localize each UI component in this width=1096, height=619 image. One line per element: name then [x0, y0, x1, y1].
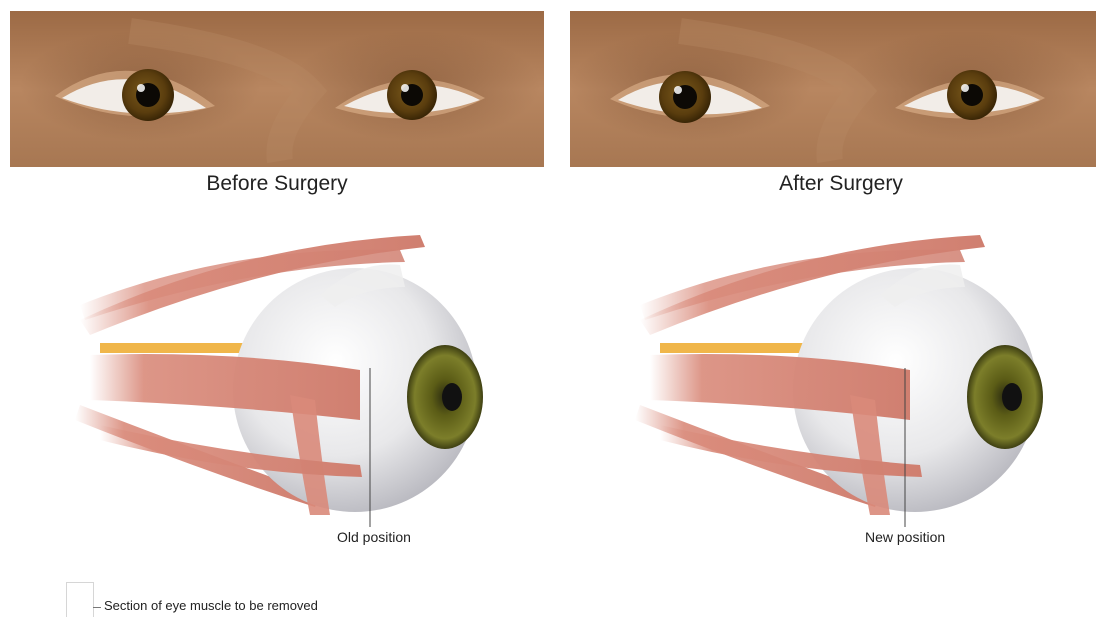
face-before-illustration — [10, 11, 544, 167]
face-before-surgery — [10, 11, 544, 167]
eye-muscle-anatomy-after — [620, 225, 1096, 525]
eye-muscle-anatomy-before — [60, 225, 540, 525]
caption-before-surgery: Before Surgery — [117, 172, 437, 196]
optic-nerve — [660, 343, 820, 353]
eyeball-with-muscles-after — [620, 225, 1096, 525]
legend-swatch — [66, 582, 94, 617]
face-after-illustration — [570, 11, 1096, 167]
new-position-label: New position — [865, 529, 945, 545]
legend-text: Section of eye muscle to be removed — [104, 598, 318, 613]
old-position-label: Old position — [337, 529, 411, 545]
legend: Section of eye muscle to be removed — [66, 582, 486, 618]
eyeball-with-muscles-before — [60, 225, 540, 525]
optic-nerve — [100, 343, 260, 353]
caption-after-surgery: After Surgery — [681, 172, 1001, 196]
legend-pointer — [93, 607, 101, 608]
face-after-surgery — [570, 11, 1096, 167]
